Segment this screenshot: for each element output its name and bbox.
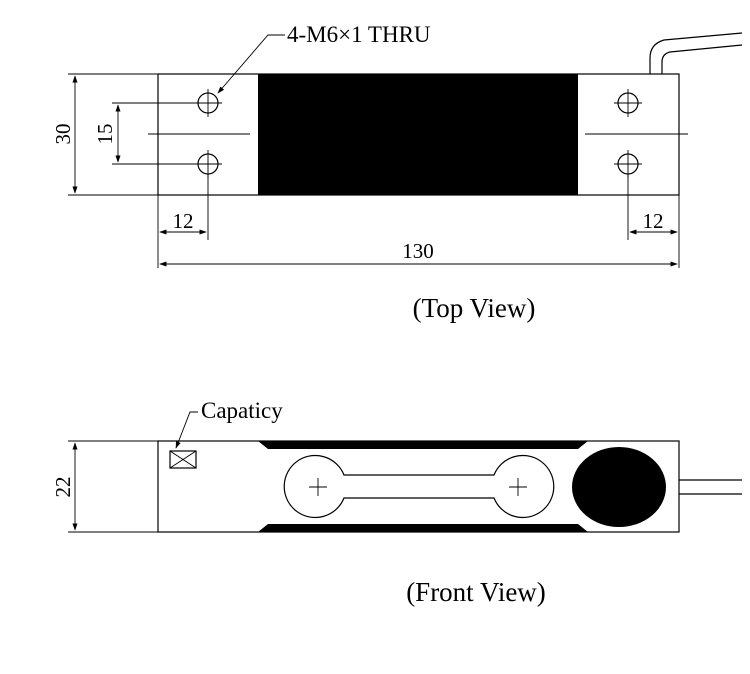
flexure-cutout xyxy=(283,454,555,519)
dim-right-offset-label: 12 xyxy=(643,209,664,233)
crosshair-mark xyxy=(509,478,527,496)
bottom-relief-groove xyxy=(258,524,588,532)
top-relief-groove xyxy=(258,441,588,449)
crosshair-mark xyxy=(309,478,327,496)
cable-top-outer xyxy=(649,32,743,74)
dim-left-offset-label: 12 xyxy=(173,209,194,233)
capacity-label: Capaticy xyxy=(201,398,283,423)
capacity-label-box-cross xyxy=(169,450,197,469)
capacity-label-box xyxy=(169,450,197,469)
top-view-caption: (Top View) xyxy=(413,293,536,323)
hole-callout-leader xyxy=(217,34,285,94)
front-view: Capaticy 22 (Front View) xyxy=(51,398,742,607)
mounting-hole xyxy=(614,89,642,117)
mounting-hole xyxy=(614,150,642,178)
dim-front-height-label: 22 xyxy=(51,477,75,498)
dim-hole-spacing-label: 15 xyxy=(93,124,117,145)
capacity-leader xyxy=(175,411,198,449)
cable-entry-seal xyxy=(572,447,666,527)
strain-gauge-cover xyxy=(258,74,578,195)
front-view-caption: (Front View) xyxy=(406,577,546,607)
dim-height-label: 30 xyxy=(51,124,75,145)
top-view: 4-M6×1 THRU 30 15 12 12 130 (Top View) xyxy=(51,22,743,323)
hole-callout-text: 4-M6×1 THRU xyxy=(287,22,431,47)
dim-length-label: 130 xyxy=(402,239,434,263)
cable-top-inner xyxy=(661,44,743,74)
